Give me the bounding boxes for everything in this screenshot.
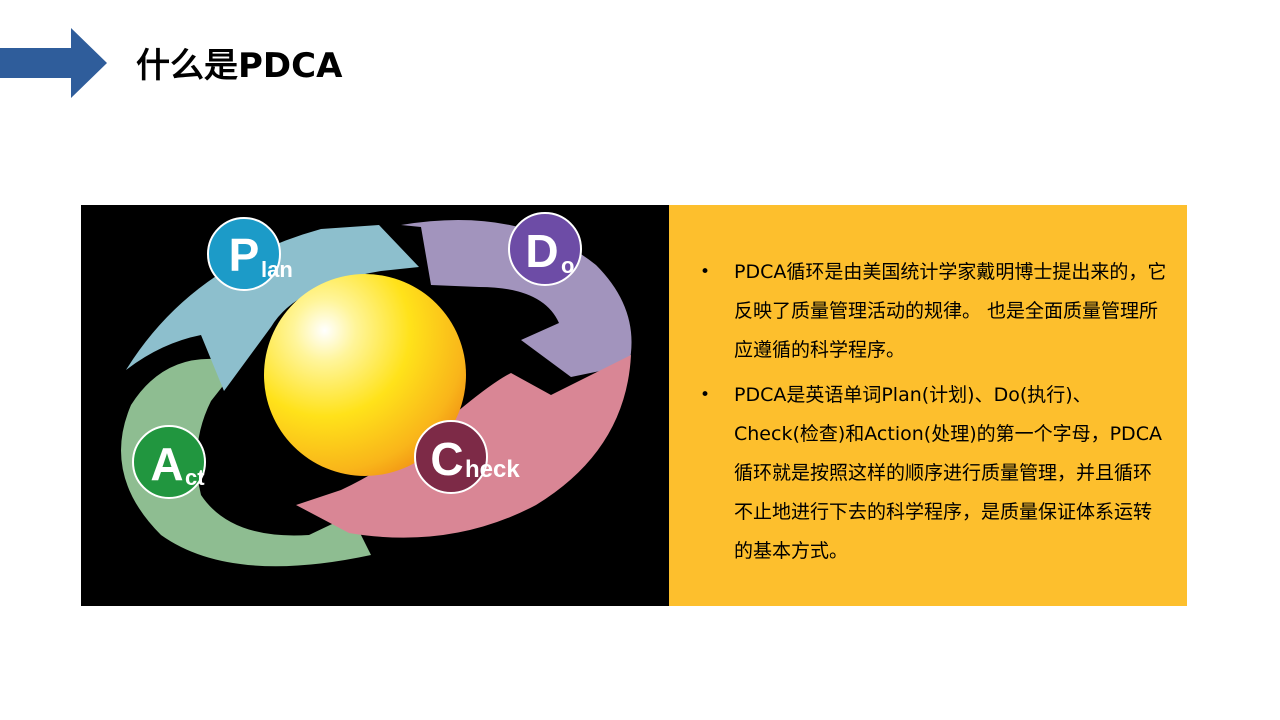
bullet-dot-icon: • [700,262,711,282]
plan-badge-initial: P [229,229,260,281]
description-panel: • PDCA循环是由美国统计学家戴明博士提出来的，它反映了质量管理活动的规律。 … [669,205,1187,606]
check-badge-initial: C [430,433,463,485]
check-badge-rest: heck [465,456,520,483]
do-badge-rest: o [561,253,574,278]
plan-badge: P lan [207,217,293,291]
bullet-text: PDCA是英语单词Plan(计划)、Do(执行)、Check(检查)和Actio… [734,384,1162,562]
pdca-cycle-diagram: P lan D o C heck A ct [81,205,669,606]
check-badge: C heck [414,420,520,494]
act-arrow-segment [121,358,371,567]
bullet-item: • PDCA是英语单词Plan(计划)、Do(执行)、Check(检查)和Act… [669,376,1187,571]
sun-sphere [264,274,466,476]
bullet-item: • PDCA循环是由美国统计学家戴明博士提出来的，它反映了质量管理活动的规律。 … [669,253,1187,370]
plan-arrow-segment [126,225,419,391]
act-badge-rest: ct [185,465,205,490]
page-title: 什么是PDCA [136,46,343,86]
do-badge: D o [508,212,582,286]
act-badge-initial: A [150,438,183,490]
bullet-text: PDCA循环是由美国统计学家戴明博士提出来的，它反映了质量管理活动的规律。 也是… [734,261,1167,361]
do-badge-initial: D [525,225,558,277]
bullet-list: • PDCA循环是由美国统计学家戴明博士提出来的，它反映了质量管理活动的规律。 … [669,253,1187,577]
bullet-dot-icon: • [700,385,711,405]
act-badge: A ct [132,425,206,499]
plan-badge-rest: lan [261,257,293,282]
right-arrow-icon [0,28,107,98]
